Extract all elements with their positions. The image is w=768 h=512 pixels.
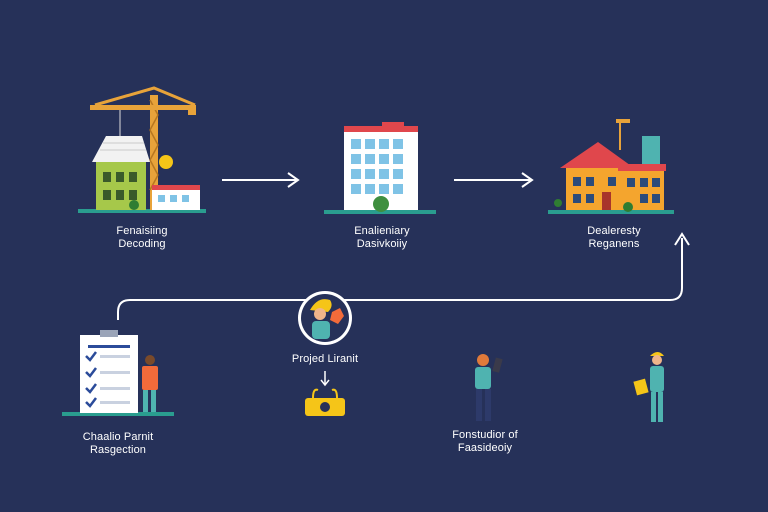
- finished-house-icon: [548, 119, 674, 214]
- construction-label-line: Faasideoiy: [457, 442, 513, 454]
- flow-arrow: [222, 172, 300, 188]
- permit-label-line: Chaalio Parnit: [82, 431, 154, 443]
- inspector-worker-icon: [633, 352, 664, 422]
- stage-label-delivery: Dealeresty Reganens: [544, 225, 684, 251]
- construction-label-line: Fonstudior of: [452, 429, 518, 441]
- down-arrow: [320, 371, 330, 387]
- connector-line: [117, 232, 690, 320]
- stage-label-line: Dasivkoiiy: [356, 238, 408, 250]
- construction-label: Fonstudior of Faasideoiy: [415, 429, 555, 455]
- stage-label-engineering: Enalieniary Dasivkoiiy: [312, 225, 452, 251]
- project-label-text: Projed Liranit: [291, 353, 359, 365]
- stage-label-line: Reganens: [588, 238, 640, 250]
- stage-label-line: Fenaisiing: [116, 225, 168, 237]
- stage-label-line: Dealeresty: [587, 225, 641, 237]
- office-building-icon: [324, 122, 436, 214]
- money-bag-icon: [305, 388, 345, 416]
- flow-arrow: [454, 172, 534, 188]
- project-label: Projed Liranit: [255, 353, 395, 366]
- worker-tablet-icon: [475, 354, 503, 421]
- permit-label-line: Rasgection: [89, 444, 147, 456]
- checklist-clipboard-icon: [62, 330, 174, 416]
- stage-label-line: Decoding: [118, 238, 166, 250]
- construction-crane-icon: [78, 86, 206, 213]
- permit-label: Chaalio Parnit Rasgection: [48, 431, 188, 457]
- stage-label-line: Enalieniary: [354, 225, 410, 237]
- stage-label-planning: Fenaisiing Decoding: [72, 225, 212, 251]
- worker-avatar-icon: [298, 291, 352, 345]
